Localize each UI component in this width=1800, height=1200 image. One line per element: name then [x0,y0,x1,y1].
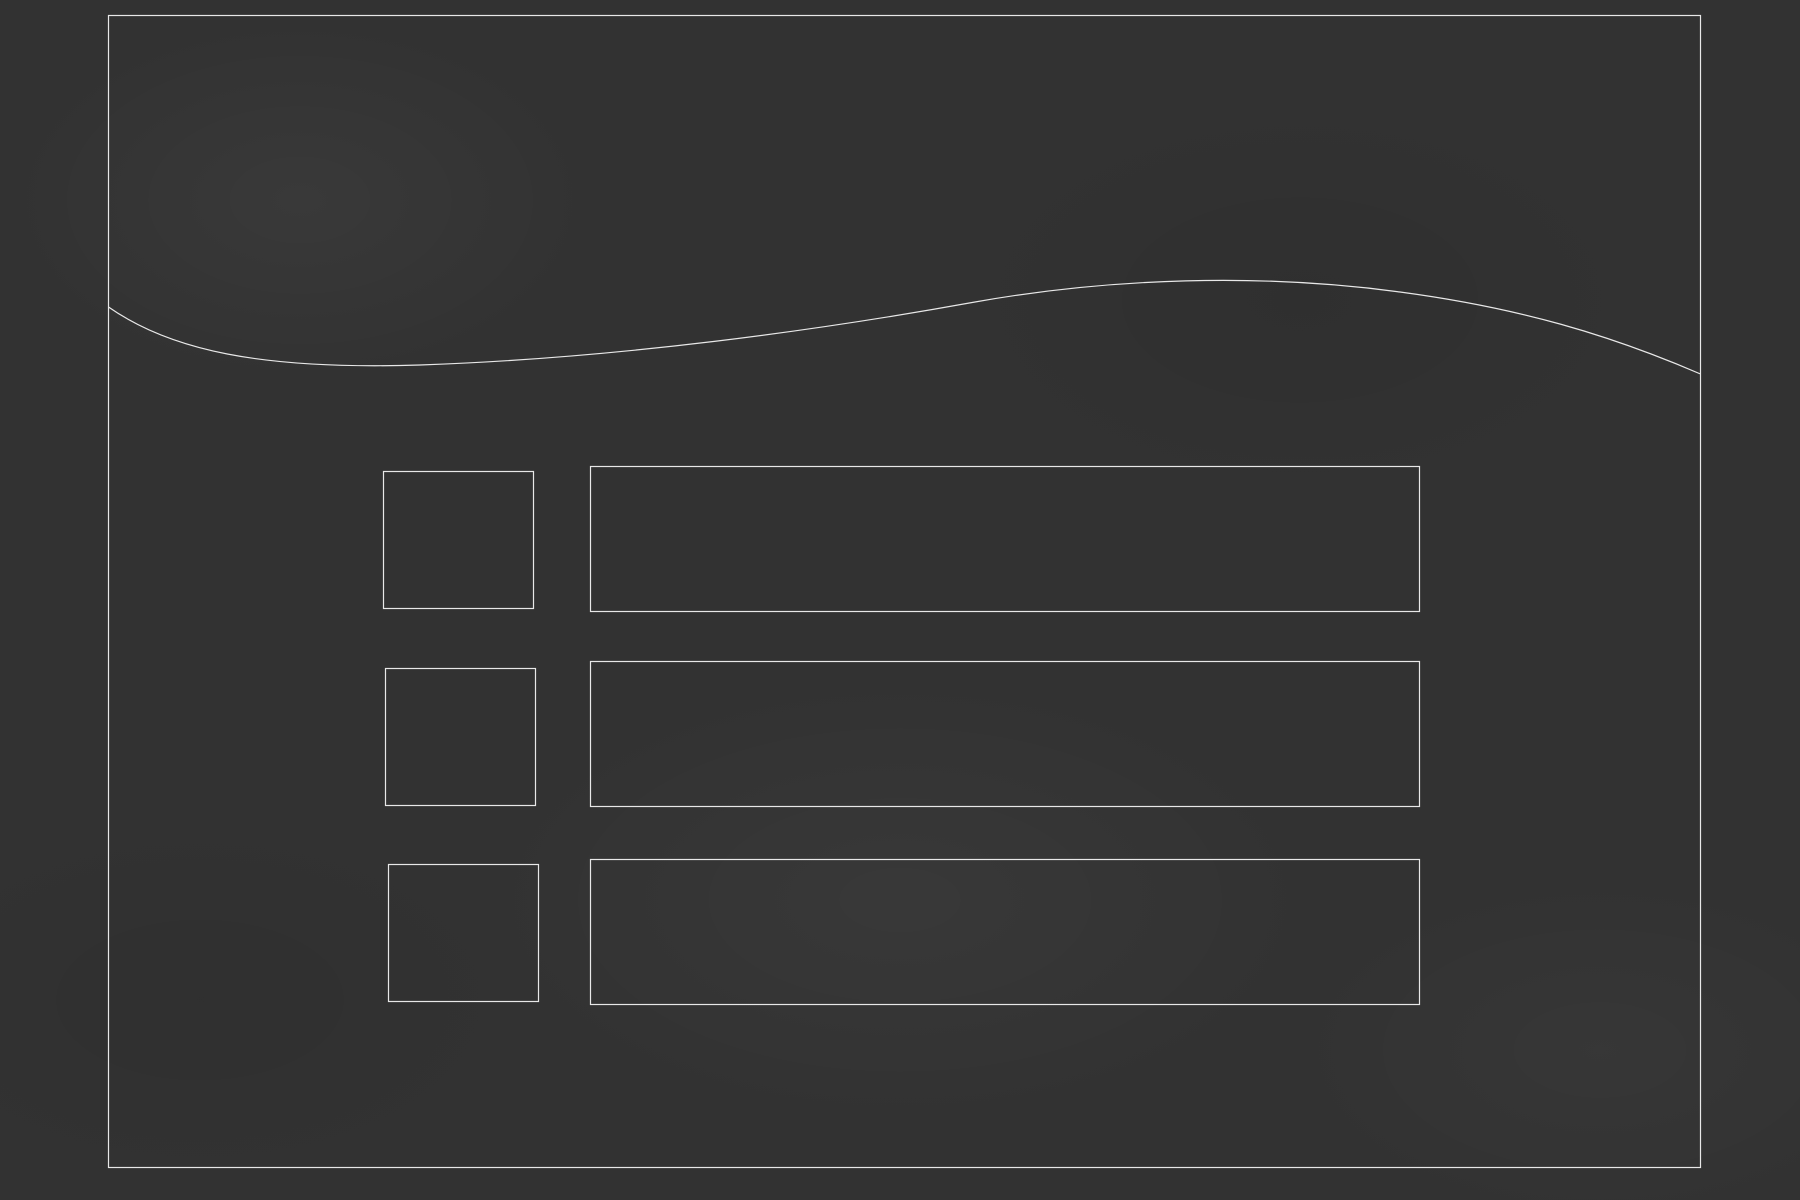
content-block [589,465,1421,613]
list-row [387,858,1421,1006]
content-block [589,858,1421,1006]
content-block [589,660,1421,808]
header-wave-divider [108,279,1701,375]
image-placeholder-icon [384,667,537,807]
image-placeholder-icon [387,863,540,1003]
image-placeholder-icon [382,470,535,610]
page-frame [107,14,1702,1169]
list-row [384,660,1421,808]
list-row [382,465,1421,613]
